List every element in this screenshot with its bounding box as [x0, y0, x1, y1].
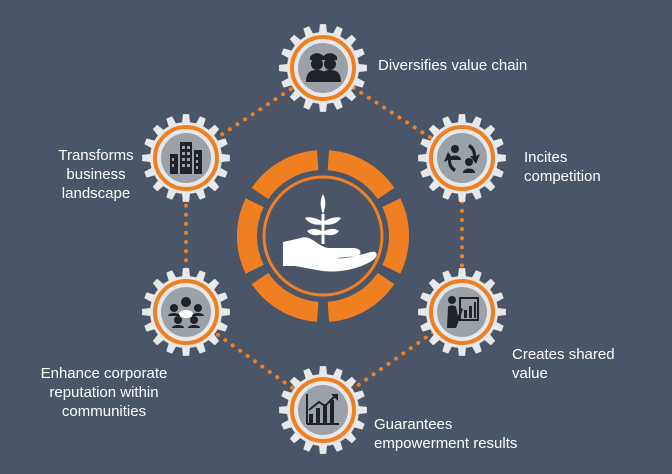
workers-hardhat-icon — [306, 53, 341, 82]
gear-node-lower-left — [142, 268, 230, 356]
label-line: Enhance corporate — [40, 365, 168, 382]
label-line: competition — [524, 168, 601, 185]
label-line: empowerment results — [374, 435, 518, 452]
label-line: Incites — [524, 149, 568, 166]
node-label-bottom: Guarantees empowerment results — [374, 415, 517, 453]
node-label-upper-left: Transforms business landscape — [36, 146, 156, 203]
hand-with-sprout-icon — [283, 194, 377, 272]
bar-chart-growth-icon — [306, 394, 339, 425]
gear-node-upper-right — [418, 114, 506, 202]
group-meeting-icon — [168, 297, 204, 328]
label-line: landscape — [61, 185, 131, 202]
gear-node-lower-right — [418, 268, 506, 356]
center-ring-segment — [251, 150, 319, 200]
node-label-lower-left: Enhance corporate reputation within comm… — [14, 364, 194, 421]
node-label-upper-right: Incites competition — [524, 148, 601, 186]
node-label-top: Diversifies value chain — [378, 56, 527, 75]
center-ring-segment — [251, 272, 319, 322]
gear-inner-disc — [437, 133, 487, 183]
node-label-lower-right: Creates shared value — [512, 345, 615, 383]
label-line: reputation within — [49, 384, 159, 401]
center-ring — [237, 150, 409, 322]
people-cycle-icon — [444, 144, 480, 173]
label-line: Creates shared — [512, 346, 615, 363]
city-buildings-icon — [170, 142, 202, 174]
label-line: Guarantees — [374, 416, 453, 433]
presenter-chart-icon — [447, 296, 479, 328]
label-line: business — [66, 166, 126, 183]
gear-inner-disc — [437, 287, 487, 337]
center-ring-segment — [327, 150, 395, 200]
label-line: Diversifies value chain — [378, 57, 528, 74]
center-ring-segment — [327, 272, 395, 322]
label-line: communities — [61, 403, 147, 420]
label-line: Transforms — [58, 147, 134, 164]
label-line: value — [512, 365, 548, 382]
gear-node-upper-left — [142, 114, 230, 202]
center-ring-segment — [237, 198, 264, 274]
gear-node-top — [279, 24, 367, 112]
gear-inner-disc — [298, 43, 348, 93]
gear-node-bottom — [279, 366, 367, 454]
center-ring-segment — [382, 198, 409, 274]
